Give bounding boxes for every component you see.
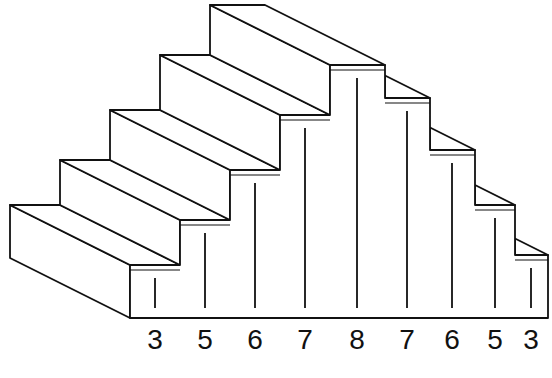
height-number: 7 (297, 326, 313, 354)
height-number: 8 (349, 326, 365, 354)
height-number: 3 (523, 326, 539, 354)
height-number: 6 (247, 326, 263, 354)
front-face (130, 65, 548, 318)
nosing-line (180, 224, 230, 225)
nosing-line (385, 102, 430, 103)
nosing-line (515, 259, 548, 260)
nosing-line (130, 269, 180, 270)
height-number: 5 (197, 326, 213, 354)
height-line (494, 218, 496, 308)
height-number: 5 (487, 326, 503, 354)
tread (430, 128, 475, 151)
height-line (204, 233, 206, 308)
nosing-line (330, 69, 385, 70)
nosing-line (230, 174, 280, 175)
height-number: 6 (444, 326, 460, 354)
height-line (530, 268, 532, 308)
tread (385, 76, 430, 99)
tread (475, 185, 515, 205)
height-line (451, 163, 453, 308)
height-line (304, 128, 306, 308)
height-line (154, 278, 156, 308)
tread (515, 239, 548, 256)
nosing-line (280, 119, 330, 120)
height-number: 7 (399, 326, 415, 354)
height-line (356, 78, 358, 308)
nosing-line (430, 154, 475, 155)
height-line (254, 183, 256, 308)
height-number: 3 (147, 326, 163, 354)
height-line (406, 111, 408, 308)
tread (210, 5, 385, 65)
nosing-line (475, 209, 515, 210)
